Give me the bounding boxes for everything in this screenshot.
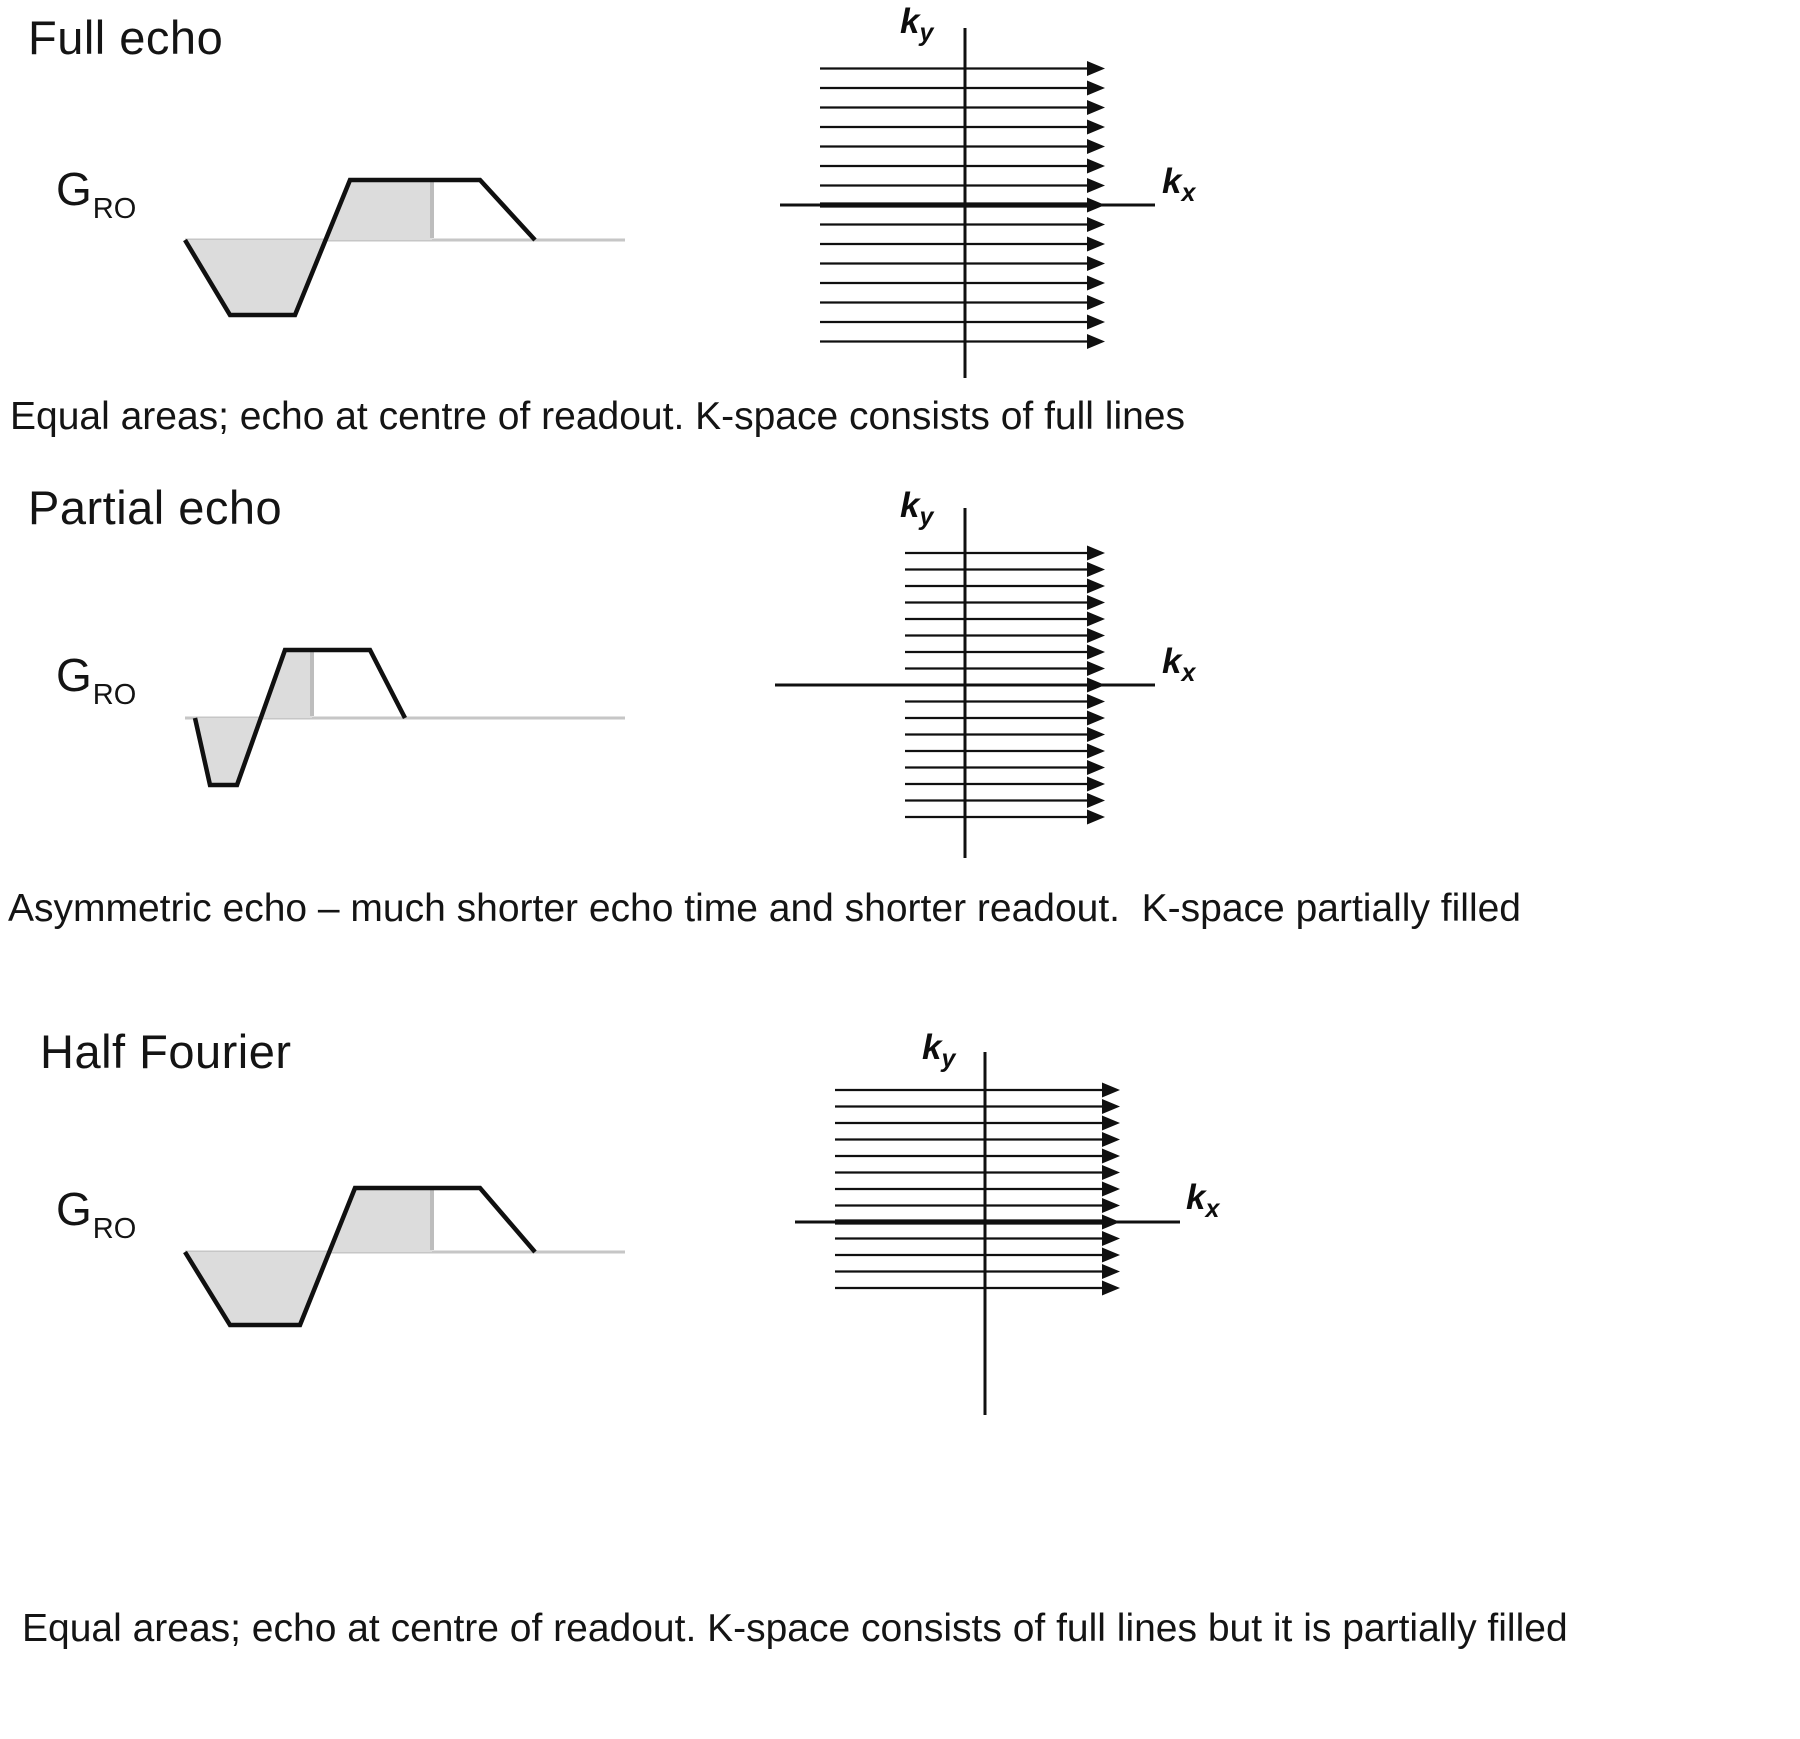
gradient-outline: [183, 177, 537, 318]
gradient-label-sub: RO: [92, 1213, 137, 1246]
arrowhead-icon: [1087, 256, 1105, 271]
kx-label-base: k: [1162, 642, 1182, 681]
arrowhead-icon: [1087, 809, 1105, 825]
arrowhead-icon: [1102, 1148, 1120, 1164]
arrowhead-icon: [1087, 197, 1105, 213]
half-fourier-waveform: [183, 1185, 625, 1328]
arrowhead-icon: [1087, 100, 1105, 115]
ky-label-base: k: [922, 1028, 942, 1067]
arrowhead-icon: [1102, 1247, 1120, 1263]
positive-lobe-shade: [329, 1188, 432, 1252]
arrowhead-icon: [1087, 314, 1105, 330]
kx-label-sub: x: [1181, 659, 1196, 687]
arrowhead-icon: [1087, 661, 1105, 676]
negative-lobe-shade: [195, 718, 261, 785]
partial-echo-waveform: [185, 647, 625, 788]
arrowhead-icon: [1087, 743, 1105, 759]
arrowhead-icon: [1087, 545, 1105, 561]
arrowhead-icon: [1087, 611, 1105, 627]
arrowhead-icon: [1087, 776, 1105, 792]
ky-label-sub: y: [919, 503, 934, 531]
arrowhead-icon: [1087, 562, 1105, 577]
arrowhead-icon: [1087, 139, 1105, 154]
arrowhead-icon: [1102, 1231, 1120, 1246]
arrowhead-icon: [1087, 694, 1105, 709]
full-echo-waveform: [183, 177, 625, 318]
kx-axis-label: kx: [1186, 1178, 1219, 1224]
gradient-label-base: G: [56, 163, 92, 215]
arrowhead-icon: [1102, 1214, 1120, 1230]
arrowhead-icon: [1087, 334, 1105, 349]
arrowhead-icon: [1087, 578, 1105, 594]
positive-lobe-shade: [325, 180, 432, 240]
partial-echo-kspace: [775, 508, 1155, 858]
ky-label-sub: y: [941, 1045, 956, 1073]
arrowhead-icon: [1102, 1082, 1120, 1098]
kx-axis-label: kx: [1162, 642, 1195, 688]
arrowhead-icon: [1087, 217, 1105, 232]
arrowhead-icon: [1087, 61, 1105, 76]
arrowhead-icon: [1087, 710, 1105, 726]
section-title-half-fourier: Half Fourier: [40, 1025, 292, 1078]
arrowhead-icon: [1102, 1132, 1120, 1147]
caption-partial-echo: Asymmetric echo – much shorter echo time…: [8, 887, 1522, 930]
section-title-partial-echo: Partial echo: [28, 481, 283, 534]
kx-label-base: k: [1186, 1178, 1206, 1217]
arrowhead-icon: [1102, 1181, 1120, 1197]
gradient-outline: [183, 1185, 537, 1328]
arrowhead-icon: [1087, 178, 1105, 193]
half-fourier-kspace: [795, 1052, 1180, 1415]
arrowhead-icon: [1087, 727, 1105, 742]
arrowhead-icon: [1087, 793, 1105, 808]
ky-label-sub: y: [919, 19, 934, 47]
kx-label-sub: x: [1205, 1195, 1220, 1223]
gradient-label-sub: RO: [92, 679, 137, 712]
gradient-label-base: G: [56, 649, 92, 701]
kx-axis-label: kx: [1162, 162, 1195, 208]
gradient-axis-label: GRO: [56, 1182, 137, 1246]
arrowhead-icon: [1087, 760, 1105, 775]
arrowhead-icon: [1087, 644, 1105, 660]
ky-label-base: k: [900, 486, 920, 525]
arrowhead-icon: [1102, 1264, 1120, 1279]
ky-label-base: k: [900, 2, 920, 41]
gradient-axis-label: GRO: [56, 648, 137, 712]
caption-half-fourier: Equal areas; echo at centre of readout. …: [22, 1607, 1568, 1650]
gradient-label-base: G: [56, 1183, 92, 1235]
arrowhead-icon: [1102, 1099, 1120, 1114]
arrowhead-icon: [1087, 80, 1105, 96]
kspace-lines: [820, 61, 1105, 349]
caption-full-echo: Equal areas; echo at centre of readout. …: [10, 395, 1185, 438]
arrowhead-icon: [1087, 158, 1105, 174]
ky-axis-label: ky: [900, 2, 933, 48]
arrowhead-icon: [1087, 677, 1105, 693]
gradient-outline: [192, 647, 408, 788]
arrowhead-icon: [1087, 236, 1105, 252]
gradient-axis-label: GRO: [56, 162, 137, 226]
arrowhead-icon: [1087, 595, 1105, 610]
gradient-label-sub: RO: [92, 193, 137, 226]
kx-label-base: k: [1162, 162, 1182, 201]
arrowhead-icon: [1087, 628, 1105, 643]
arrowhead-icon: [1087, 275, 1105, 291]
ky-axis-label: ky: [900, 486, 933, 532]
arrowhead-icon: [1087, 119, 1105, 135]
arrowhead-icon: [1102, 1165, 1120, 1180]
arrowhead-icon: [1102, 1198, 1120, 1213]
ky-axis-label: ky: [922, 1028, 955, 1074]
arrowhead-icon: [1102, 1280, 1120, 1296]
positive-lobe-shade: [260, 650, 312, 718]
arrowhead-icon: [1087, 295, 1105, 310]
kx-label-sub: x: [1181, 179, 1196, 207]
section-title-full-echo: Full echo: [28, 11, 224, 64]
full-echo-kspace: [780, 28, 1155, 378]
kspace-lines: [835, 1082, 1120, 1296]
kspace-lines: [905, 545, 1105, 825]
arrowhead-icon: [1102, 1115, 1120, 1131]
